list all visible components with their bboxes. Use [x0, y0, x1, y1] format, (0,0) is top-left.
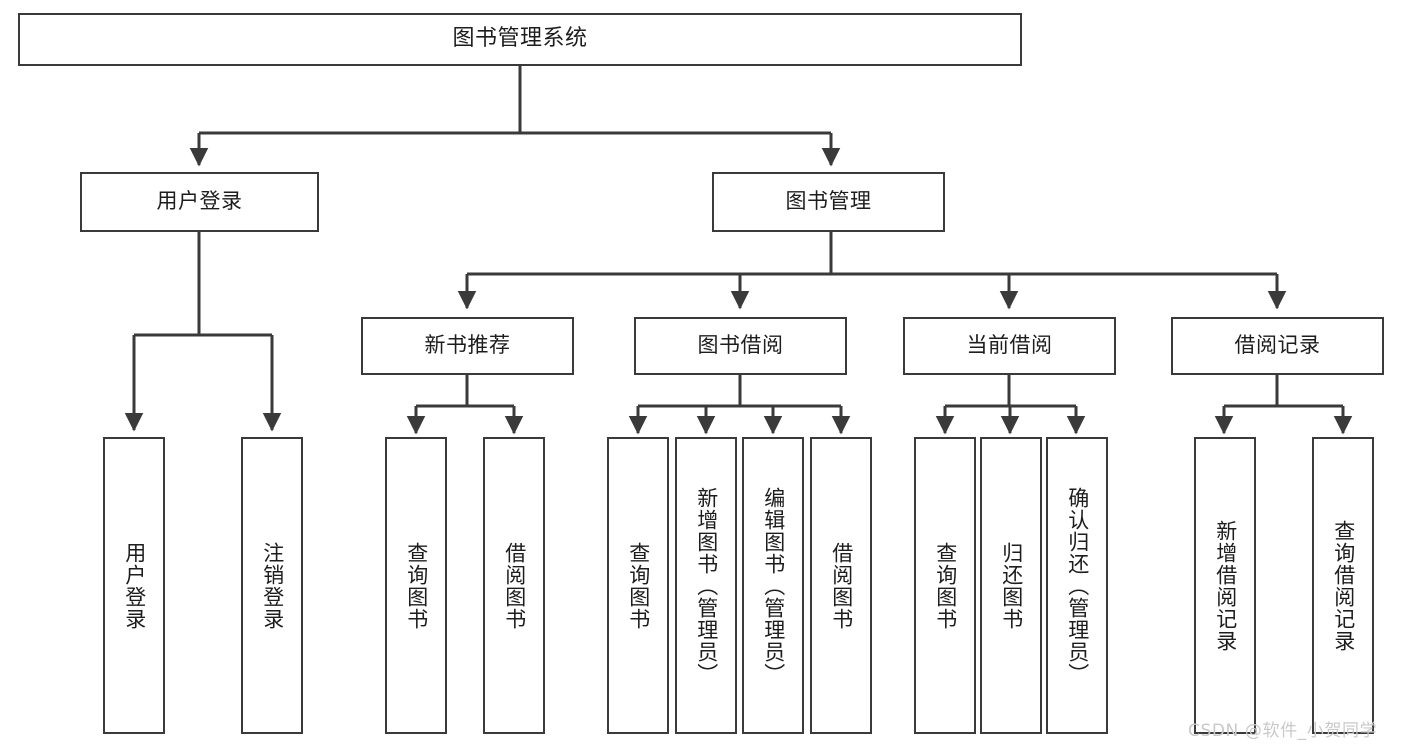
- node-label: 图书管理系统: [452, 26, 588, 52]
- node-label: 用户登录: [156, 189, 243, 214]
- node-current-borrow[interactable]: 当前借阅: [903, 317, 1116, 375]
- node-label: 查询图书: [933, 541, 958, 630]
- node-book-management[interactable]: 图书管理: [712, 172, 945, 232]
- csdn-watermark: CSDN @软件_小贺同学: [1188, 721, 1378, 741]
- leaf-return-book[interactable]: 归还图书: [980, 437, 1042, 734]
- node-label: 图书管理: [785, 189, 872, 214]
- leaf-user-login[interactable]: 用户登录: [103, 437, 165, 734]
- leaf-query-book-borrow[interactable]: 查询图书: [607, 437, 669, 734]
- node-label: 新书推荐: [424, 333, 511, 358]
- node-label: 借阅图书: [829, 541, 854, 630]
- leaf-edit-book-admin[interactable]: 编辑图书（管理员）: [742, 437, 804, 734]
- node-label: 新增图书（管理员）: [694, 486, 719, 685]
- leaf-add-book-admin[interactable]: 新增图书（管理员）: [675, 437, 737, 734]
- node-label: 用户登录: [122, 541, 147, 630]
- leaf-query-book-new[interactable]: 查询图书: [385, 437, 447, 734]
- node-label: 查询图书: [404, 541, 429, 630]
- node-label: 借阅图书: [502, 541, 527, 630]
- leaf-borrow-book-new[interactable]: 借阅图书: [483, 437, 545, 734]
- node-borrow-record[interactable]: 借阅记录: [1171, 317, 1384, 375]
- leaf-add-borrow-record[interactable]: 新增借阅记录: [1194, 437, 1256, 734]
- node-label: 查询借阅记录: [1331, 519, 1356, 652]
- node-new-book-recommend[interactable]: 新书推荐: [361, 317, 574, 375]
- node-label: 新增借阅记录: [1213, 519, 1238, 652]
- node-label: 图书借阅: [697, 333, 784, 358]
- node-label: 查询图书: [626, 541, 651, 630]
- node-label: 注销登录: [260, 541, 285, 630]
- node-root-system[interactable]: 图书管理系统: [18, 13, 1022, 66]
- leaf-logout[interactable]: 注销登录: [241, 437, 303, 734]
- node-user-login[interactable]: 用户登录: [80, 172, 319, 232]
- leaf-query-borrow-record[interactable]: 查询借阅记录: [1312, 437, 1374, 734]
- leaf-borrow-book[interactable]: 借阅图书: [810, 437, 872, 734]
- leaf-confirm-return-admin[interactable]: 确认归还（管理员）: [1046, 437, 1108, 734]
- node-label: 当前借阅: [966, 333, 1053, 358]
- node-label: 确认归还（管理员）: [1065, 486, 1090, 685]
- node-label: 借阅记录: [1234, 333, 1321, 358]
- leaf-query-book-current[interactable]: 查询图书: [914, 437, 976, 734]
- node-label: 归还图书: [999, 541, 1024, 630]
- node-book-borrow[interactable]: 图书借阅: [634, 317, 847, 375]
- node-label: 编辑图书（管理员）: [761, 486, 786, 685]
